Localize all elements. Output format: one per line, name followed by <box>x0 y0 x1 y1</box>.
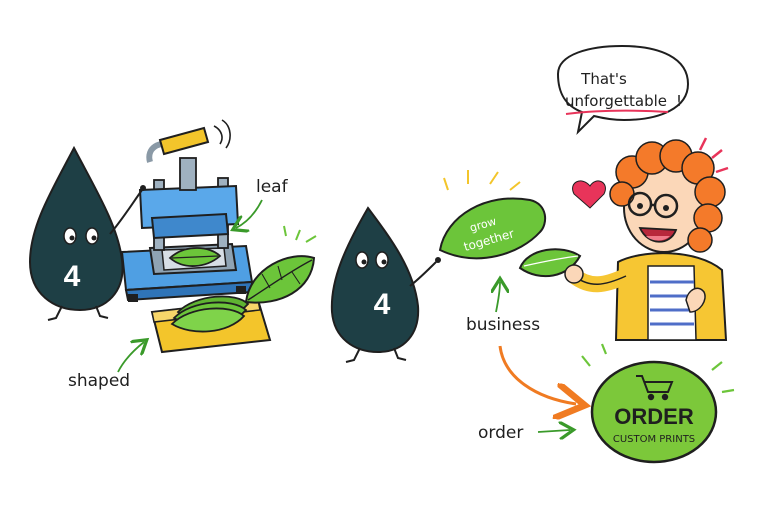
leaf-press-machine <box>120 119 254 302</box>
happy-customer <box>564 139 728 341</box>
shopping-cart-icon <box>636 375 674 401</box>
order-custom-prints-button[interactable]: ORDER CUSTOM PRINTS <box>581 343 735 464</box>
flying-leaf <box>244 225 317 304</box>
leaf-tray <box>150 295 272 354</box>
order-button-title: ORDER <box>614 404 694 429</box>
label-business: business <box>466 315 540 335</box>
label-shaped: shaped <box>68 371 130 391</box>
right-drop-number: 4 <box>374 288 391 321</box>
arrow-shaped <box>117 342 144 373</box>
label-order: order <box>478 423 523 443</box>
heart-icon <box>572 180 606 209</box>
grow-together-leaf: grow together <box>438 170 547 260</box>
right-ink-drop-character: 4 <box>330 206 441 363</box>
order-button-subtitle: CUSTOM PRINTS <box>613 434 695 445</box>
arrow-business <box>496 282 500 313</box>
excitement-lines <box>698 137 729 174</box>
small-leaf <box>518 248 582 277</box>
speech-bubble: That's unforgettable ! <box>556 44 690 136</box>
speech-line1: That's <box>580 70 627 88</box>
speech-exclamation: ! <box>676 92 682 110</box>
left-drop-number: 4 <box>64 260 81 293</box>
arrow-order <box>537 430 570 432</box>
arrow-leaf <box>236 199 263 228</box>
speech-line2: unforgettable <box>565 92 667 110</box>
arrow-to-order <box>498 345 576 404</box>
label-leaf: leaf <box>256 177 289 197</box>
left-ink-drop-character: 4 <box>28 145 146 321</box>
